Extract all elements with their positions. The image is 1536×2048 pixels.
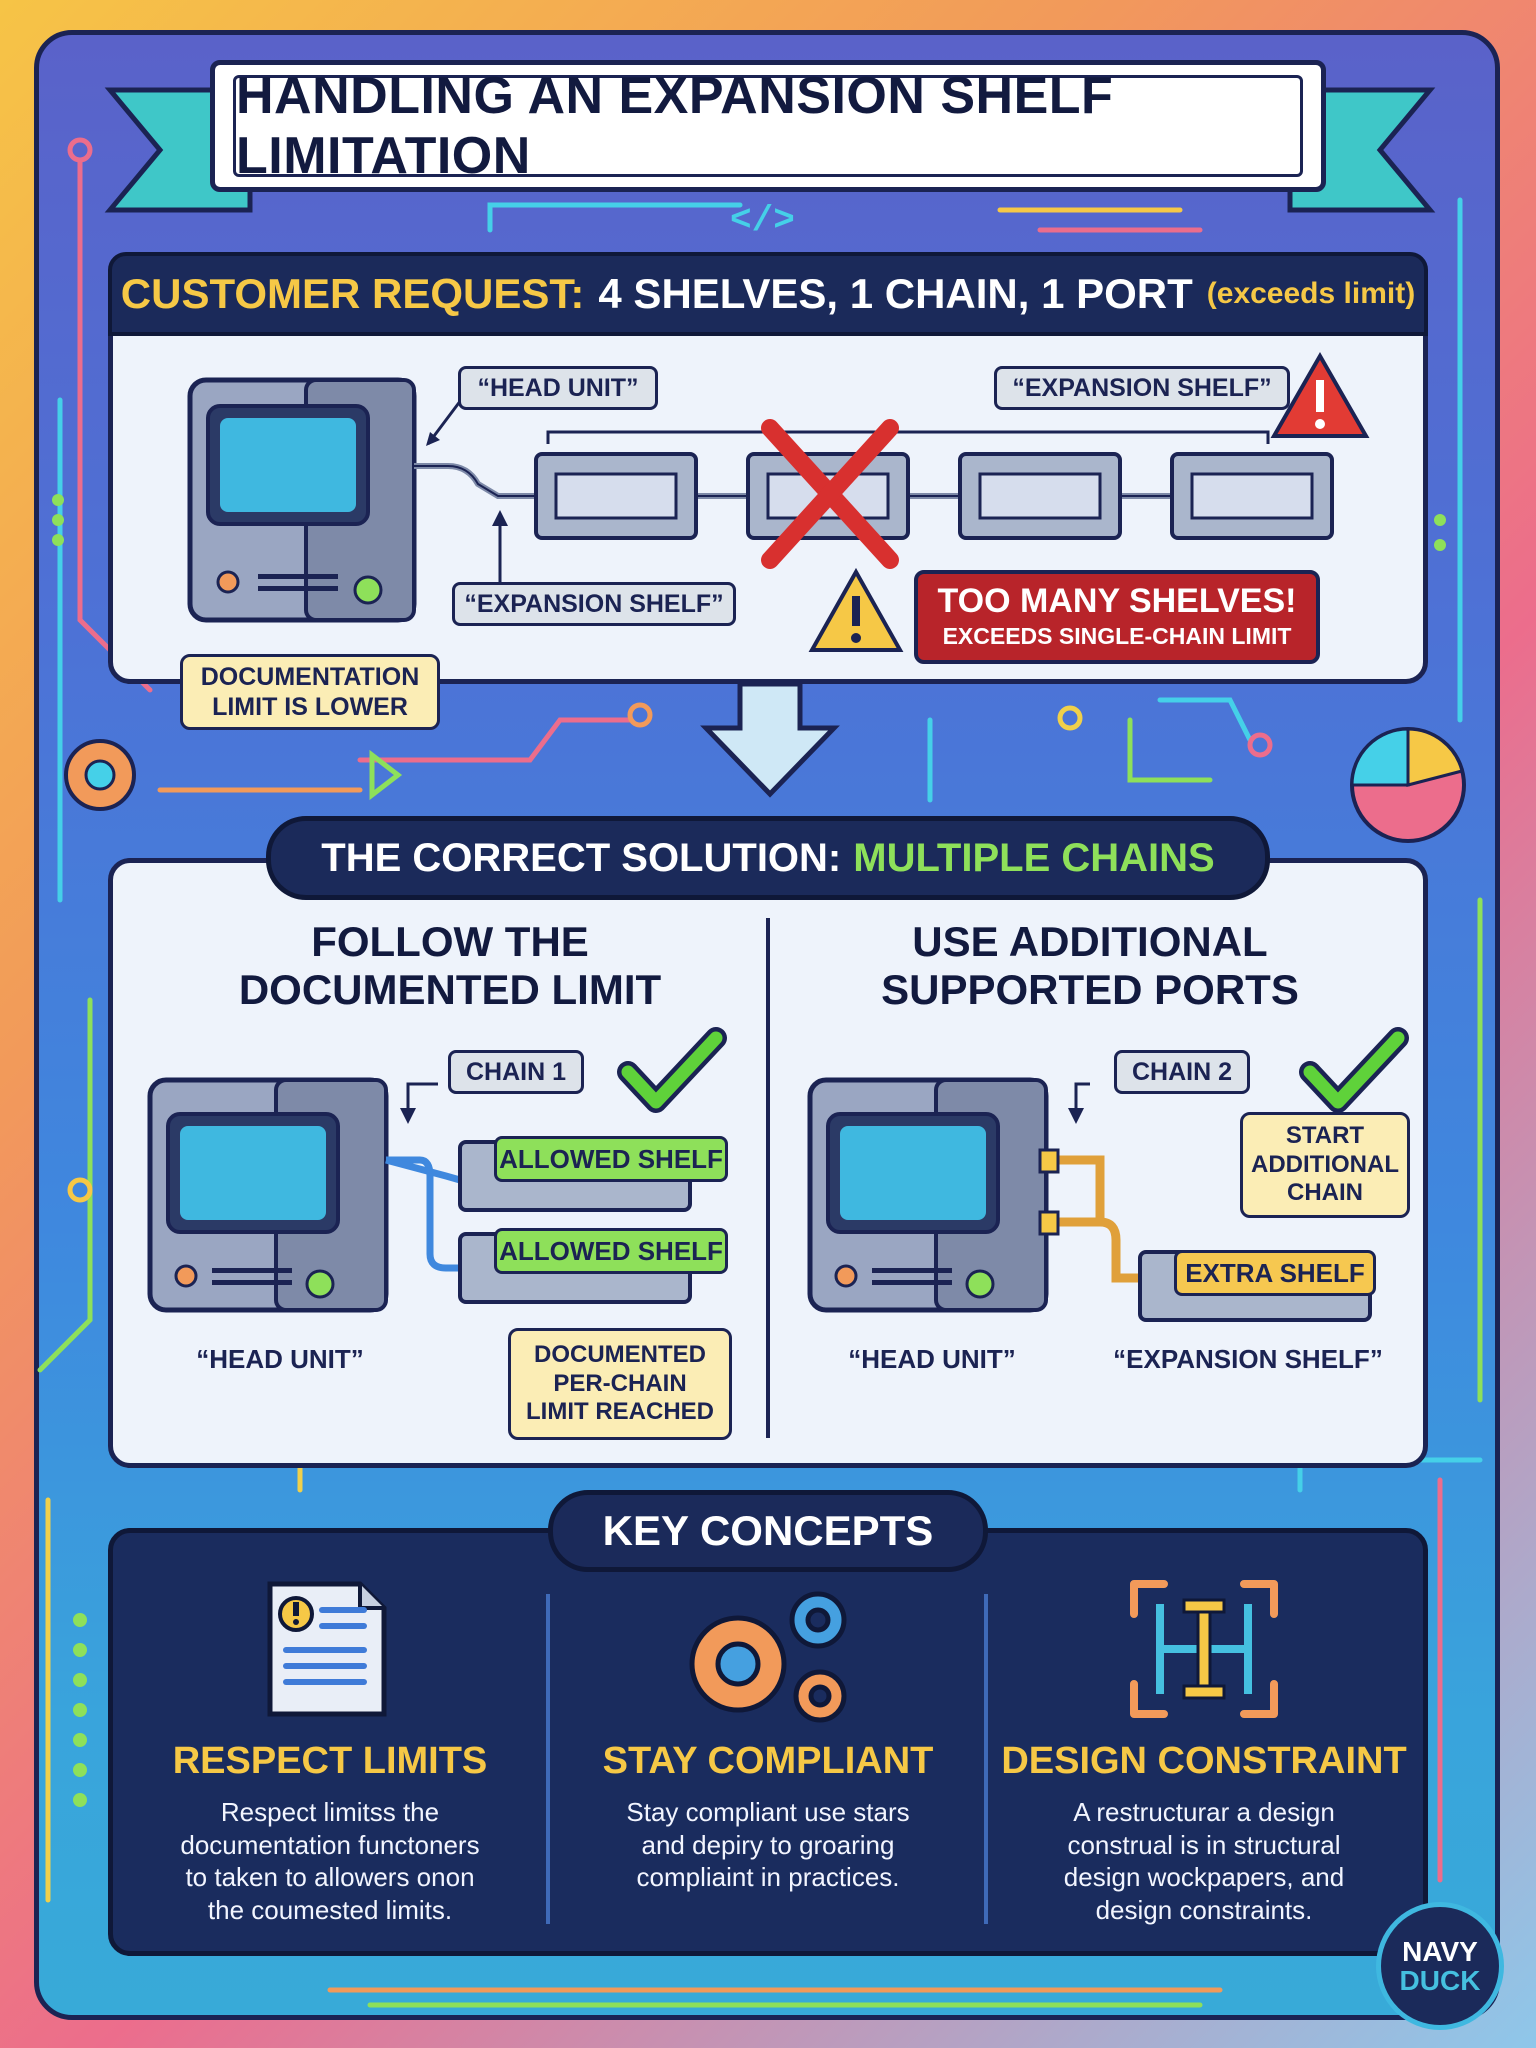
- svg-text:</>: </>: [730, 200, 795, 241]
- structure-icon: [1130, 1580, 1278, 1718]
- alert-box: TOO MANY SHELVES! EXCEEDS SINGLE-CHAIN L…: [914, 570, 1320, 664]
- per-chain-limit-note: DOCUMENTED PER-CHAIN LIMIT REACHED: [508, 1328, 732, 1440]
- request-diagram: [187, 351, 1370, 652]
- warning-icon-bottom: [808, 567, 904, 652]
- head-unit-icon-right: [807, 1077, 1049, 1313]
- request-prefix: CUSTOMER REQUEST:: [120, 270, 585, 317]
- left-heading: FOLLOW THE DOCUMENTED LIMIT: [238, 918, 662, 1014]
- head-unit-icon-left: [147, 1077, 389, 1313]
- concept-body-respect-limits: Respect limitss the documentation functo…: [180, 1797, 480, 1925]
- left-head-unit-caption: “HEAD UNIT”: [196, 1344, 364, 1374]
- extra-shelf-tag: EXTRA SHELF: [1174, 1250, 1376, 1296]
- concepts-divider-2: [984, 1594, 988, 1924]
- badge-line-2: DUCK: [1399, 1965, 1481, 1996]
- concept-title-stay-compliant: STAY COMPLIANT: [602, 1740, 934, 1782]
- request-suffix: (exceeds limit): [1206, 277, 1416, 310]
- badge-line-1: NAVY: [1402, 1935, 1478, 1967]
- check-icon-right: [1299, 1027, 1409, 1113]
- concept-body-stay-compliant: Stay compliant use stars and depiry to g…: [626, 1797, 910, 1892]
- check-icon-left: [617, 1027, 727, 1113]
- red-x-icon: [761, 419, 899, 569]
- concepts-header: KEY CONCEPTS: [548, 1490, 988, 1572]
- start-additional-chain-note: START ADDITIONAL CHAIN: [1240, 1112, 1410, 1218]
- expansion-shelf-label-bottom: “EXPANSION SHELF”: [452, 582, 736, 626]
- chain-1-label: CHAIN 1: [448, 1050, 584, 1094]
- navy-duck-badge: NAVY DUCK: [1376, 1902, 1504, 2030]
- concepts-divider-1: [546, 1594, 550, 1924]
- head-unit-icon: [187, 377, 417, 623]
- left-diagram: [147, 1027, 727, 1313]
- warning-icon-top: [1270, 351, 1370, 438]
- gears-icon: [689, 1591, 847, 1723]
- documentation-note: DOCUMENTATION LIMIT IS LOWER: [180, 654, 440, 730]
- alert-subtitle: EXCEEDS SINGLE-CHAIN LIMIT: [942, 623, 1292, 649]
- solution-prefix: THE CORRECT SOLUTION:: [321, 835, 842, 880]
- solution-highlight: MULTIPLE CHAINS: [853, 835, 1215, 880]
- right-heading: USE ADDITIONAL SUPPORTED PORTS: [881, 918, 1299, 1014]
- chain-2-label: CHAIN 2: [1114, 1050, 1250, 1094]
- page-title: HANDLING AN EXPANSION SHELF LIMITATION: [233, 67, 1303, 185]
- alert-title: TOO MANY SHELVES!: [937, 582, 1297, 620]
- right-head-unit-caption: “HEAD UNIT”: [848, 1344, 1016, 1374]
- allowed-shelf-2: ALLOWED SHELF: [494, 1228, 728, 1274]
- request-main: 4 SHELVES, 1 CHAIN, 1 PORT: [598, 270, 1193, 317]
- solution-header: THE CORRECT SOLUTION: MULTIPLE CHAINS: [266, 816, 1270, 900]
- request-header: CUSTOMER REQUEST: 4 SHELVES, 1 CHAIN, 1 …: [108, 252, 1428, 336]
- title-banner: HANDLING AN EXPANSION SHELF LIMITATION: [210, 60, 1326, 192]
- head-unit-label: “HEAD UNIT”: [458, 366, 658, 410]
- solution-divider: [766, 918, 770, 1438]
- document-icon: [267, 1581, 387, 1717]
- down-arrow-icon: [700, 681, 840, 798]
- allowed-shelf-1: ALLOWED SHELF: [494, 1136, 728, 1182]
- concept-title-design-constraint: DESIGN CONSTRAINT: [1001, 1740, 1407, 1782]
- concept-body-design-constraint: A restructurar a design construal is in …: [1063, 1797, 1345, 1925]
- right-expansion-shelf-caption: “EXPANSION SHELF”: [1113, 1344, 1383, 1374]
- concept-title-respect-limits: RESPECT LIMITS: [172, 1740, 488, 1782]
- expansion-shelf-label-top: “EXPANSION SHELF”: [994, 366, 1290, 410]
